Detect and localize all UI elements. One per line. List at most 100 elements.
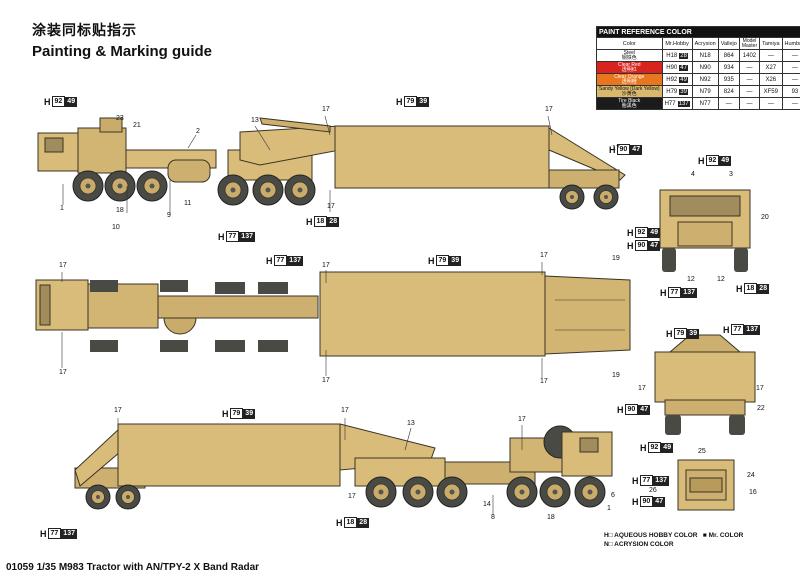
part-number: 17 bbox=[327, 203, 335, 210]
color-name: Steel bbox=[623, 49, 635, 56]
part-number: 17 bbox=[348, 493, 356, 500]
h-code: H79 bbox=[666, 88, 678, 95]
part-number: 23 bbox=[116, 115, 124, 122]
part-number: 4 bbox=[691, 171, 695, 178]
color-name-cn: 胎黑色 bbox=[621, 102, 637, 109]
part-number: 17 bbox=[322, 377, 330, 384]
part-number: 11 bbox=[184, 200, 192, 207]
tamiya-code: — bbox=[759, 97, 783, 110]
part-number: 9 bbox=[167, 212, 171, 219]
side-view-right-facing bbox=[74, 423, 613, 510]
mr-code: 39 bbox=[679, 88, 688, 95]
part-number: 1 bbox=[60, 205, 64, 212]
part-number: 6 bbox=[611, 492, 615, 499]
rear-detail-view bbox=[677, 459, 735, 511]
mr-code: 49 bbox=[679, 76, 688, 83]
part-number: 16 bbox=[749, 489, 757, 496]
h-code: H92 bbox=[666, 76, 678, 83]
part-number: 17 bbox=[638, 385, 646, 392]
color-legend: H□ AQUEOUS HOBBY COLOR ■ Mr. COLOR N□ AC… bbox=[604, 531, 743, 549]
part-number: 18 bbox=[547, 514, 555, 521]
legend-acrysion: N□ ACRYSION COLOR bbox=[604, 541, 674, 548]
part-number: 20 bbox=[761, 214, 769, 221]
part-number: 19 bbox=[612, 255, 620, 262]
mm-code: — bbox=[738, 97, 761, 110]
page-title: Painting & Marking guide bbox=[32, 43, 213, 60]
color-name: Sandy Yellow (Dark Yellow) bbox=[599, 85, 660, 92]
color-name: Tire Black bbox=[618, 97, 641, 104]
h-code: H77 bbox=[664, 100, 676, 107]
part-number: 1 bbox=[607, 505, 611, 512]
part-number: 3 bbox=[729, 171, 733, 178]
part-number: 18 bbox=[116, 207, 124, 214]
part-number: 14 bbox=[483, 501, 491, 508]
part-number: 17 bbox=[114, 407, 122, 414]
part-number: 17 bbox=[341, 407, 349, 414]
part-number: 17 bbox=[322, 262, 330, 269]
color-name-cn: 钢铁色 bbox=[621, 54, 637, 61]
part-number: 17 bbox=[545, 106, 553, 113]
legend-aqueous: H□ AQUEOUS HOBBY COLOR bbox=[604, 532, 698, 539]
part-number: 26 bbox=[649, 487, 657, 494]
part-number: 17 bbox=[540, 252, 548, 259]
part-number: 17 bbox=[322, 106, 330, 113]
part-number: 17 bbox=[612, 145, 620, 152]
part-number: 8 bbox=[491, 514, 495, 521]
humbrol-code: — bbox=[781, 97, 800, 110]
part-number: 10 bbox=[112, 224, 120, 231]
top-view bbox=[35, 271, 631, 357]
part-number: 13 bbox=[251, 117, 259, 124]
mr-code: 47 bbox=[679, 64, 688, 71]
part-number: 17 bbox=[59, 369, 67, 376]
front-view bbox=[659, 189, 751, 272]
mr-code: 137 bbox=[677, 100, 690, 107]
part-number: 19 bbox=[612, 372, 620, 379]
part-number: 17 bbox=[59, 262, 67, 269]
part-number: 21 bbox=[133, 122, 141, 129]
part-number: 12 bbox=[717, 276, 725, 283]
color-name: Clear Orange bbox=[614, 73, 645, 80]
tamiya-code: XF59 bbox=[759, 85, 783, 98]
side-view-left-facing bbox=[37, 117, 626, 210]
part-number: 12 bbox=[687, 276, 695, 283]
color-name-cn: 透明红 bbox=[621, 66, 637, 73]
legend-mr-color: ■ Mr. COLOR bbox=[702, 532, 744, 539]
part-number: 24 bbox=[747, 472, 755, 479]
color-name: Clear Red bbox=[618, 61, 641, 68]
part-number: 17 bbox=[756, 385, 764, 392]
h-code: H90 bbox=[666, 64, 678, 71]
part-number: 2 bbox=[196, 128, 200, 135]
paint-reference-table: PAINT REFERENCE COLOR Color Mr.Hobby Acr… bbox=[595, 26, 800, 110]
part-number: 13 bbox=[407, 420, 415, 427]
color-name-cn: 沙黄色 bbox=[621, 90, 637, 97]
h-code: H18 bbox=[666, 52, 678, 59]
title-chinese: 涂装同标贴指示 bbox=[32, 22, 137, 38]
